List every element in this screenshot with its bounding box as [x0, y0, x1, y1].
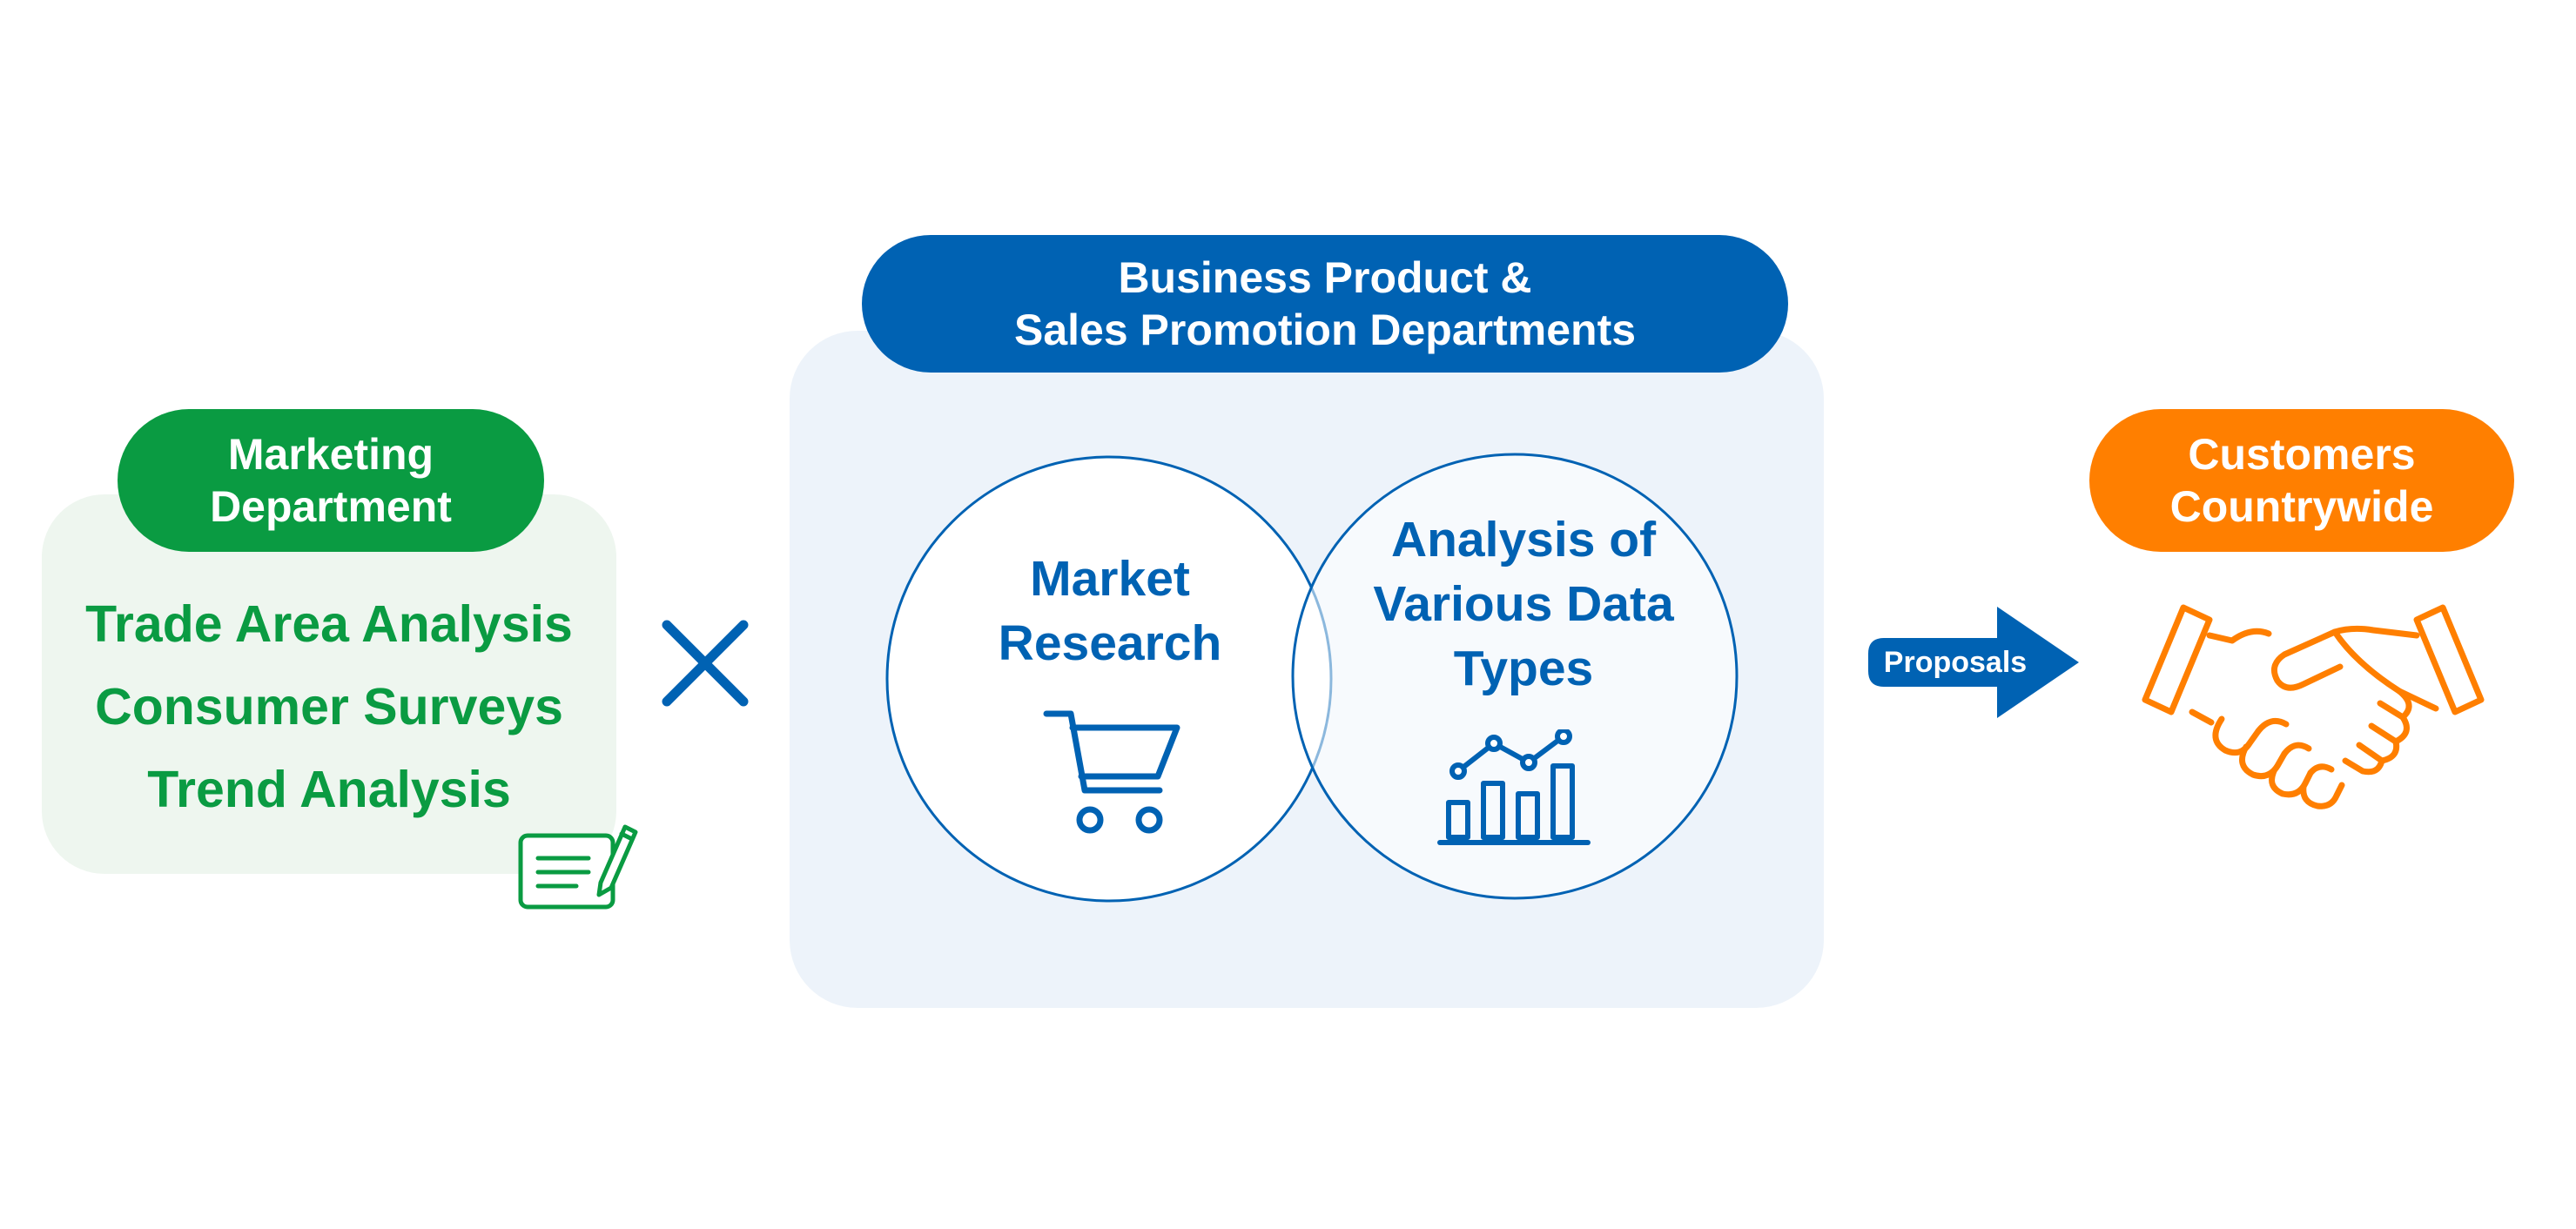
marketing-panel [42, 494, 616, 874]
marketing-title-line2: Department [210, 482, 452, 531]
customers-title-line2: Countrywide [2169, 482, 2434, 531]
multiply-cross-icon [662, 620, 749, 707]
data-analysis-circle [1291, 453, 1739, 900]
document-pen-icon [518, 824, 638, 910]
proposals-label: Proposals [1883, 646, 2028, 679]
bar-line-chart-icon [1437, 729, 1591, 845]
business-title-line1: Business Product & [1118, 253, 1532, 302]
marketing-item: Consumer Surveys [95, 678, 563, 735]
right-arrow-icon [1868, 607, 2079, 718]
market-research-line: Research [998, 615, 1222, 671]
data-analysis-label: Analysis of Various Data Types [1341, 507, 1706, 701]
marketing-item: Trade Area Analysis [85, 595, 573, 653]
customers-title-line1: Customers [2188, 430, 2416, 479]
marketing-items-list: Trade Area Analysis Consumer Surveys Tre… [42, 583, 616, 831]
data-analysis-line: Analysis of [1390, 512, 1657, 567]
shopping-cart-icon [1043, 710, 1180, 834]
data-analysis-line: Types [1453, 641, 1594, 696]
data-analysis-line: Various Data [1373, 576, 1674, 632]
handshake-icon [2142, 604, 2485, 809]
customers-countrywide-title: Customers Countrywide [2089, 409, 2514, 552]
business-title-line2: Sales Promotion Departments [1013, 306, 1637, 354]
marketing-title-line1: Marketing [227, 430, 434, 479]
marketing-item: Trend Analysis [147, 761, 511, 818]
business-departments-title: Business Product & Sales Promotion Depar… [862, 235, 1788, 373]
market-research-label: Market Research [958, 547, 1262, 675]
market-research-line: Market [1030, 551, 1190, 607]
marketing-department-title: Marketing Department [118, 409, 544, 552]
venn-diagram [885, 453, 1739, 903]
